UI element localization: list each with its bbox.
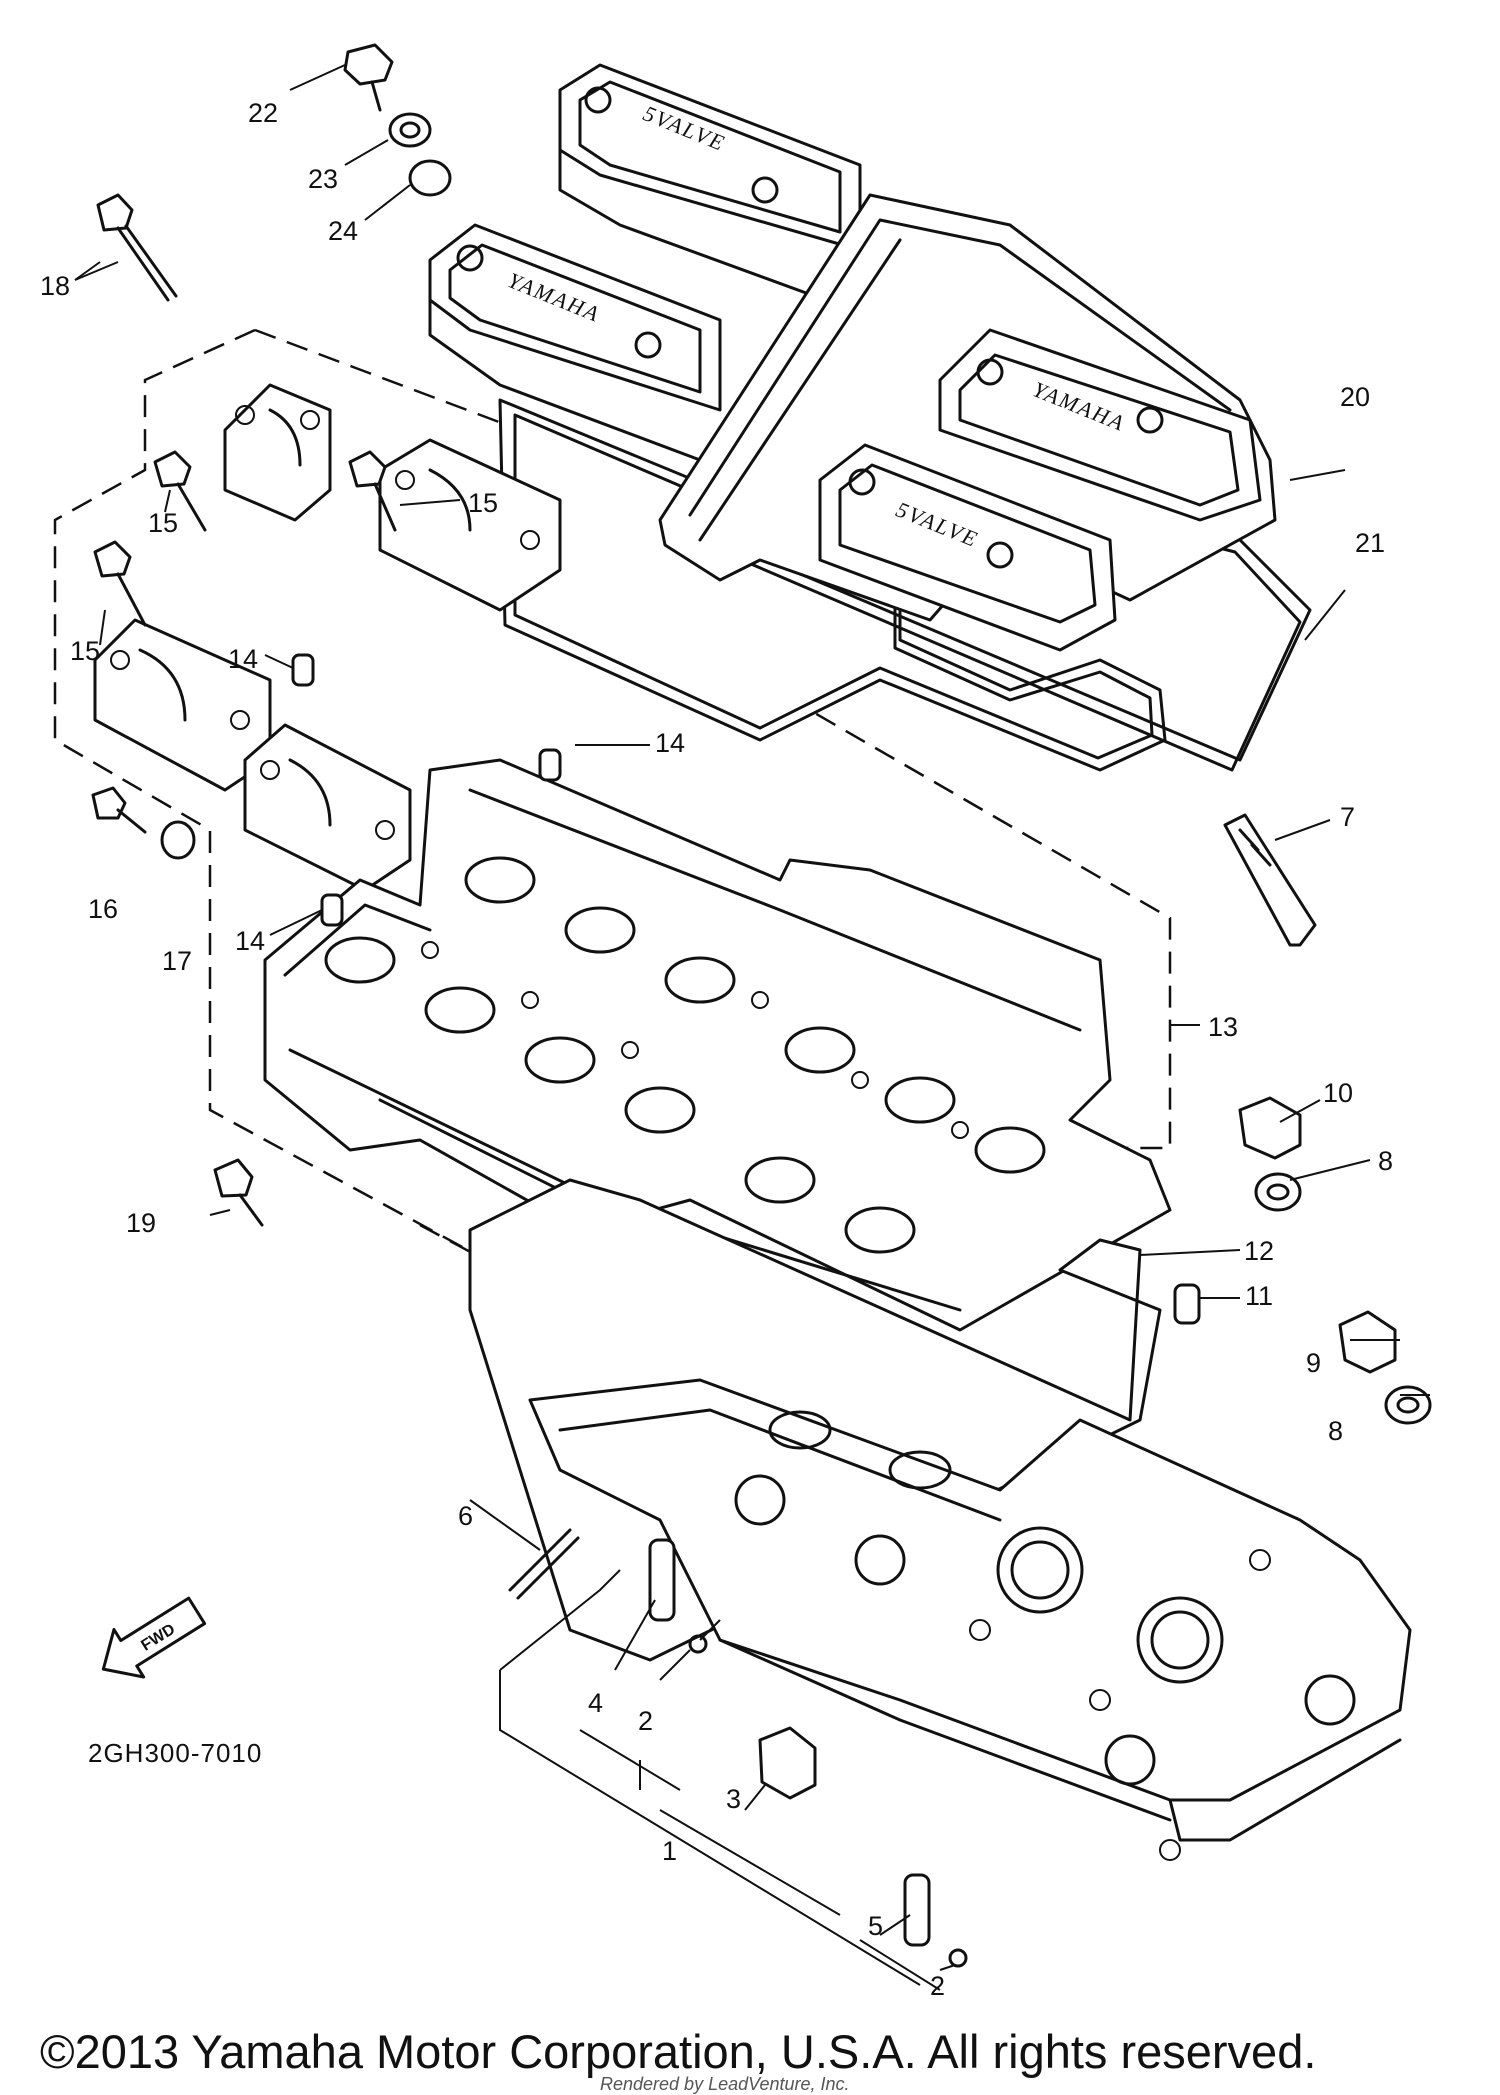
- callout-22: 22: [248, 98, 278, 128]
- callout-17: 17: [162, 946, 192, 976]
- callout-14b: 14: [655, 728, 685, 758]
- callout-15c: 15: [70, 636, 100, 666]
- fwd-arrow-icon: FWD: [101, 1596, 207, 1679]
- callout-2a: 2: [638, 1706, 653, 1736]
- diagram-code: 2GH300-7010: [88, 1738, 262, 1768]
- camshaft-caps: [93, 383, 562, 892]
- callout-23: 23: [308, 164, 338, 194]
- callout-15b: 15: [148, 508, 178, 538]
- callout-18: 18: [40, 271, 70, 301]
- callout-labels: 22 23 24 18 20 21 15 15 15 14 14 14 16 1…: [40, 98, 1393, 2001]
- callout-15a: 15: [468, 488, 498, 518]
- cylinder-head-cover: 5VALVE YAMAHA YAMAHA 5VALVE: [428, 63, 1312, 772]
- callout-2b: 2: [930, 1971, 945, 2001]
- callout-16: 16: [88, 894, 118, 924]
- callout-19: 19: [126, 1208, 156, 1238]
- callout-8b: 8: [1328, 1416, 1343, 1446]
- cylinder-head-lower: [528, 1378, 1412, 1861]
- callout-21: 21: [1355, 528, 1385, 558]
- callout-10: 10: [1323, 1078, 1353, 1108]
- callout-24: 24: [328, 216, 358, 246]
- callout-7: 7: [1340, 802, 1355, 832]
- watermark: Rendered by LeadVenture, Inc.: [600, 2074, 850, 2094]
- callout-14a: 14: [228, 644, 258, 674]
- callout-11: 11: [1245, 1281, 1273, 1311]
- callout-13: 13: [1208, 1012, 1238, 1042]
- copyright-notice: ©2013 Yamaha Motor Corporation, U.S.A. A…: [40, 2025, 1316, 2078]
- callout-14c: 14: [235, 926, 265, 956]
- leader-lines: [74, 64, 1430, 1991]
- callout-4: 4: [588, 1688, 603, 1718]
- callout-6: 6: [458, 1501, 473, 1531]
- callout-5: 5: [868, 1911, 883, 1941]
- callout-8a: 8: [1378, 1146, 1393, 1176]
- callout-12: 12: [1244, 1236, 1274, 1266]
- callout-20: 20: [1340, 382, 1370, 412]
- callout-9: 9: [1306, 1348, 1321, 1378]
- callout-3: 3: [726, 1784, 741, 1814]
- cylinder-head-gasket: [468, 1178, 1162, 1662]
- fasteners: [91, 43, 1432, 1968]
- callout-1: 1: [662, 1836, 677, 1866]
